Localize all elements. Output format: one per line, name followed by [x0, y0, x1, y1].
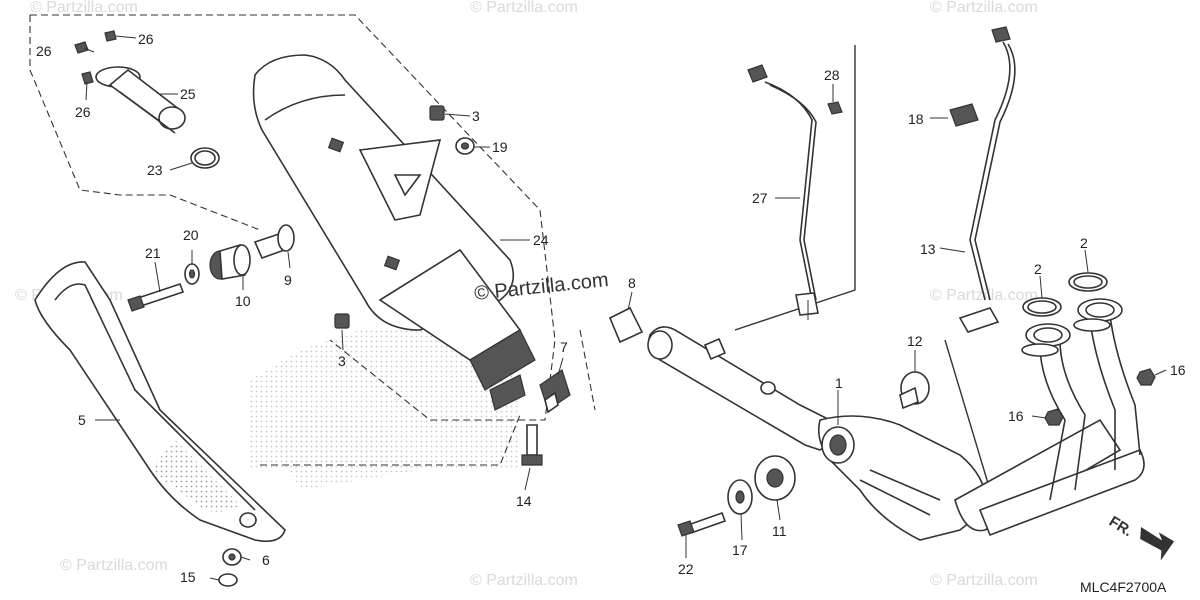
exhaust-chamber-1	[647, 326, 1145, 541]
watermark: © Partzilla.com	[60, 557, 168, 574]
forward-arrow-icon: FR.	[1106, 513, 1175, 561]
callout-24: 24	[533, 232, 549, 248]
exhaust-headers	[1021, 298, 1141, 501]
bracket-7	[539, 369, 571, 414]
callout-20: 20	[183, 227, 199, 243]
callout-26: 26	[75, 104, 91, 120]
muffler-24	[252, 54, 536, 411]
nut-16	[1044, 368, 1156, 426]
callout-9: 9	[284, 272, 292, 288]
gasket-23	[190, 147, 220, 169]
callout-2: 2	[1080, 235, 1088, 251]
watermark: © Partzilla.com	[930, 0, 1038, 16]
clamp-28	[827, 101, 843, 115]
collar-9	[253, 224, 295, 260]
brand-wing-watermark	[250, 330, 520, 490]
diagram-code: MLC4F2700A	[1080, 579, 1167, 595]
leader-lines	[83, 35, 1167, 581]
callout-1: 1	[835, 375, 843, 391]
callout-28: 28	[824, 67, 840, 83]
muffler-assembly-outline	[29, 14, 596, 466]
callout-12: 12	[907, 333, 923, 349]
stud-12	[899, 371, 930, 410]
heat-shield-5	[34, 261, 286, 543]
bolts-26	[74, 30, 117, 85]
bolt-21	[127, 282, 185, 312]
callout-27: 27	[752, 190, 768, 206]
watermark: © Partzilla.com	[30, 0, 138, 16]
callout-10: 10	[235, 293, 251, 309]
callout-3: 3	[338, 353, 346, 369]
clip-18	[949, 103, 979, 127]
callout-16: 16	[1170, 362, 1186, 378]
watermark: © Partzilla.com	[470, 572, 578, 589]
washer-20	[184, 263, 200, 285]
sensor-frame	[734, 45, 991, 491]
bolt-14	[521, 424, 543, 466]
callout-2: 2	[1034, 261, 1042, 277]
callout-21: 21	[145, 245, 161, 261]
watermark: © Partzilla.com	[470, 0, 578, 16]
callout-13: 13	[920, 241, 936, 257]
nut-15	[218, 573, 238, 587]
callout-8: 8	[628, 275, 636, 291]
callout-25: 25	[180, 86, 196, 102]
forward-label: FR.	[1106, 513, 1136, 540]
callout-23: 23	[147, 162, 163, 178]
o2-sensor-13	[958, 26, 1016, 333]
washer-19	[455, 137, 475, 155]
callout-19: 19	[492, 139, 508, 155]
callout-16: 16	[1008, 408, 1024, 424]
inlet-pipe-25	[95, 66, 186, 134]
gasket-8	[608, 306, 644, 344]
rubber-mount-10	[209, 243, 251, 280]
washer-17	[727, 479, 753, 515]
washer-6	[222, 548, 242, 566]
callout-11: 11	[772, 523, 787, 539]
callout-3: 3	[472, 108, 480, 124]
rubber-11	[754, 455, 796, 501]
callout-17: 17	[732, 542, 748, 558]
callout-labels: 1 2 2 3 3 5 6 7 8 9 10 11 12 13 14 15 16…	[36, 31, 1186, 585]
o2-sensor-27	[747, 64, 819, 316]
bolt-22	[677, 511, 727, 537]
callout-15: 15	[180, 569, 196, 585]
callout-7: 7	[560, 339, 568, 355]
callout-18: 18	[908, 111, 924, 127]
callout-26: 26	[138, 31, 154, 47]
watermark: © Partzilla.com	[930, 572, 1038, 589]
callout-26: 26	[36, 43, 52, 59]
callout-6: 6	[262, 552, 270, 568]
callout-14: 14	[516, 493, 532, 509]
callout-5: 5	[78, 412, 86, 428]
callout-22: 22	[678, 561, 694, 577]
rubber-3	[334, 105, 445, 329]
